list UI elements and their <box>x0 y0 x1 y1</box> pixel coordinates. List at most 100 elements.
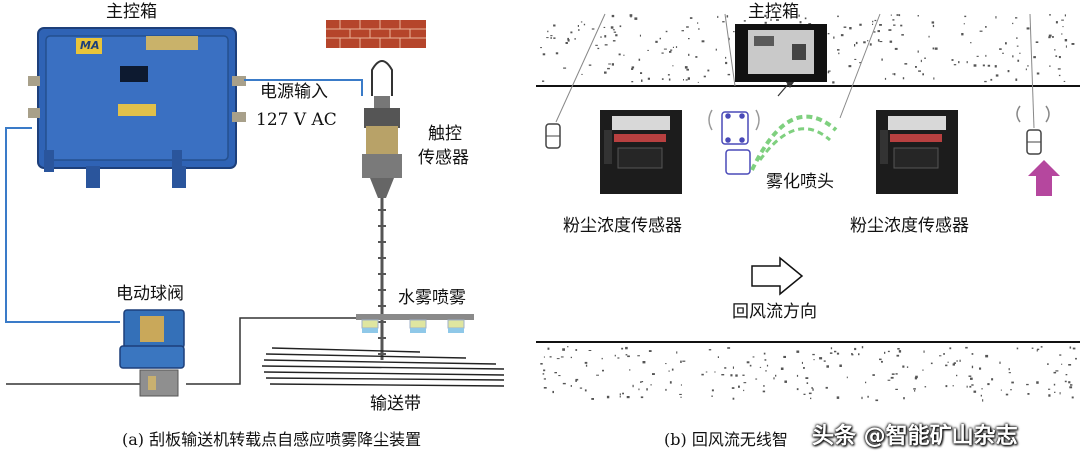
rock-speckle <box>655 40 658 43</box>
rock-speckle <box>607 67 610 70</box>
rock-speckle <box>650 384 652 386</box>
rock-speckle <box>575 379 577 382</box>
rock-speckle <box>622 392 624 395</box>
rock-speckle <box>698 28 700 30</box>
rock-speckle <box>743 382 747 384</box>
rock-speckle <box>987 383 990 386</box>
rock-speckle <box>808 392 812 395</box>
rock-speckle <box>776 19 779 21</box>
rock-speckle <box>933 77 935 80</box>
rock-speckle <box>1011 381 1014 384</box>
rock-speckle <box>837 49 840 51</box>
rock-speckle <box>849 27 852 30</box>
rock-speckle <box>668 78 671 81</box>
rock-speckle <box>1048 388 1051 390</box>
rock-speckle <box>614 354 616 357</box>
rock-speckle <box>578 29 580 31</box>
rock-speckle <box>565 42 568 44</box>
rock-speckle <box>763 385 765 387</box>
rock-speckle <box>904 63 908 65</box>
rock-speckle <box>949 347 952 350</box>
rock-speckle <box>630 16 632 18</box>
rock-speckle <box>922 73 924 76</box>
rock-speckle <box>1025 68 1027 71</box>
rock-speckle <box>1054 49 1056 51</box>
rock-speckle <box>930 362 933 365</box>
pipe-right <box>186 317 360 385</box>
rock-speckle <box>1007 70 1010 73</box>
rock-speckle <box>924 57 926 59</box>
touch-sensor-label-line1: 触控 <box>428 124 462 144</box>
rock-speckle <box>964 15 967 18</box>
caption-a: (a) 刮板输送机转载点自感应喷雾降尘装置 <box>122 430 422 449</box>
rock-speckle <box>854 44 856 47</box>
rock-speckle <box>663 48 667 50</box>
rock-speckle <box>902 77 905 80</box>
hanging-sensor-right <box>1016 105 1050 155</box>
rock-speckle <box>554 372 557 374</box>
rock-speckle <box>714 371 716 373</box>
rock-speckle <box>770 18 772 21</box>
rock-speckle <box>897 348 900 350</box>
rock-speckle <box>893 73 896 76</box>
rock-speckle <box>877 39 880 42</box>
touch-sensor <box>362 60 402 198</box>
rock-speckle <box>679 393 682 395</box>
rock-speckle <box>1053 383 1056 386</box>
rock-speckle <box>965 346 968 349</box>
hanging-sensor-left <box>545 123 561 149</box>
rock-speckle <box>855 41 858 45</box>
rock-speckle <box>839 364 842 367</box>
rock-speckle <box>619 395 621 398</box>
rock-speckle <box>1040 346 1043 348</box>
rock-speckle <box>685 79 688 81</box>
rock-speckle <box>743 20 746 22</box>
rock-speckle <box>602 369 604 372</box>
rock-speckle <box>1035 41 1039 43</box>
rock-speckle <box>730 374 733 377</box>
rock-speckle <box>987 64 991 67</box>
rock-speckle <box>631 66 635 69</box>
rock-speckle <box>1036 72 1040 75</box>
rock-speckle <box>953 362 956 364</box>
rock-speckle <box>711 395 713 397</box>
rock-speckle <box>615 34 618 37</box>
rock-speckle <box>970 42 972 44</box>
rock-speckle <box>1061 19 1064 21</box>
rock-speckle <box>995 16 997 19</box>
rock-speckle <box>1015 17 1018 19</box>
rock-speckle <box>915 375 918 379</box>
rock-speckle <box>640 396 644 399</box>
rock-speckle <box>763 352 766 355</box>
rock-speckle <box>596 374 599 376</box>
rock-speckle <box>597 47 600 50</box>
rock-speckle <box>913 388 916 390</box>
rock-speckle <box>879 41 883 43</box>
rock-speckle <box>555 52 559 55</box>
rock-speckle <box>836 352 840 355</box>
rock-speckle <box>688 38 690 40</box>
rock-speckle <box>810 397 812 400</box>
rock-speckle <box>872 374 875 376</box>
rock-speckle <box>1061 33 1063 35</box>
rock-speckle <box>617 357 620 359</box>
rock-speckle <box>943 353 945 355</box>
rock-speckle <box>683 79 684 81</box>
rock-speckle <box>676 351 678 354</box>
rock-speckle <box>581 73 583 75</box>
rock-speckle <box>796 374 799 377</box>
rock-speckle <box>896 14 899 16</box>
dust-sensor-right-label: 粉尘浓度传感器 <box>850 216 969 236</box>
rock-speckle <box>985 354 989 358</box>
rock-speckle <box>804 17 807 20</box>
rock-speckle <box>611 63 614 66</box>
rock-speckle <box>629 14 633 17</box>
rock-speckle <box>833 36 835 39</box>
airflow-label: 回风流方向 <box>732 302 817 322</box>
rock-speckle <box>688 53 690 56</box>
rock-speckle <box>1058 56 1061 59</box>
rock-speckle <box>970 377 973 380</box>
rock-speckle <box>623 54 625 56</box>
power-input-label: 电源输入 <box>260 82 328 102</box>
